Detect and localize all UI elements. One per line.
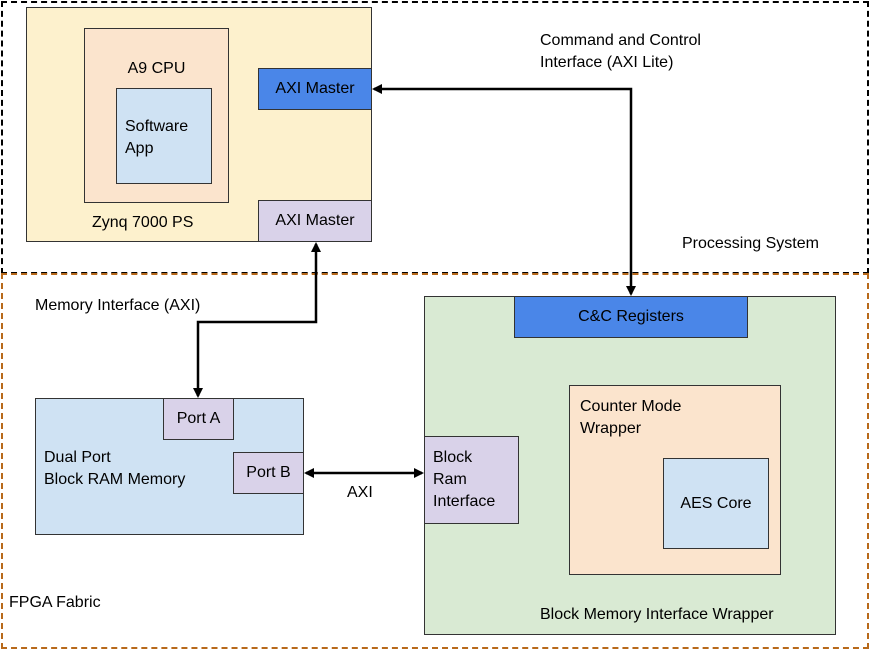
zynq-ps-label: Zynq 7000 PS [92,214,194,231]
processing-system-label: Processing System [682,235,819,252]
block-memory-interface-wrapper-label: Block Memory Interface Wrapper [540,606,774,623]
aes-core: AES Core [663,458,769,549]
memory-interface-connector [193,242,321,398]
fpga-fabric-label: FPGA Fabric [9,594,101,611]
axi-lite-connector [372,84,636,296]
memory-interface-label: Memory Interface (AXI) [35,297,201,314]
software-app-label: Software App [125,118,189,157]
dual-port-bram-label: Dual Port Block RAM Memory [44,449,186,488]
port-a: Port A [163,398,234,440]
software-app-block [116,88,212,184]
axi-master-bottom: AXI Master [258,200,372,242]
axi-link-label: AXI [347,484,373,501]
block-ram-interface-label: Block Ram Interface [433,449,496,510]
block-ram-interface [424,436,519,524]
port-b: Port B [233,452,304,494]
cc-registers: C&C Registers [514,296,748,338]
axi-master-top: AXI Master [258,68,372,110]
command-control-interface-label: Command and Control Interface (AXI Lite) [540,32,701,71]
counter-mode-wrapper-label: Counter Mode Wrapper [580,398,682,437]
cpu-label: A9 CPU [127,60,186,77]
